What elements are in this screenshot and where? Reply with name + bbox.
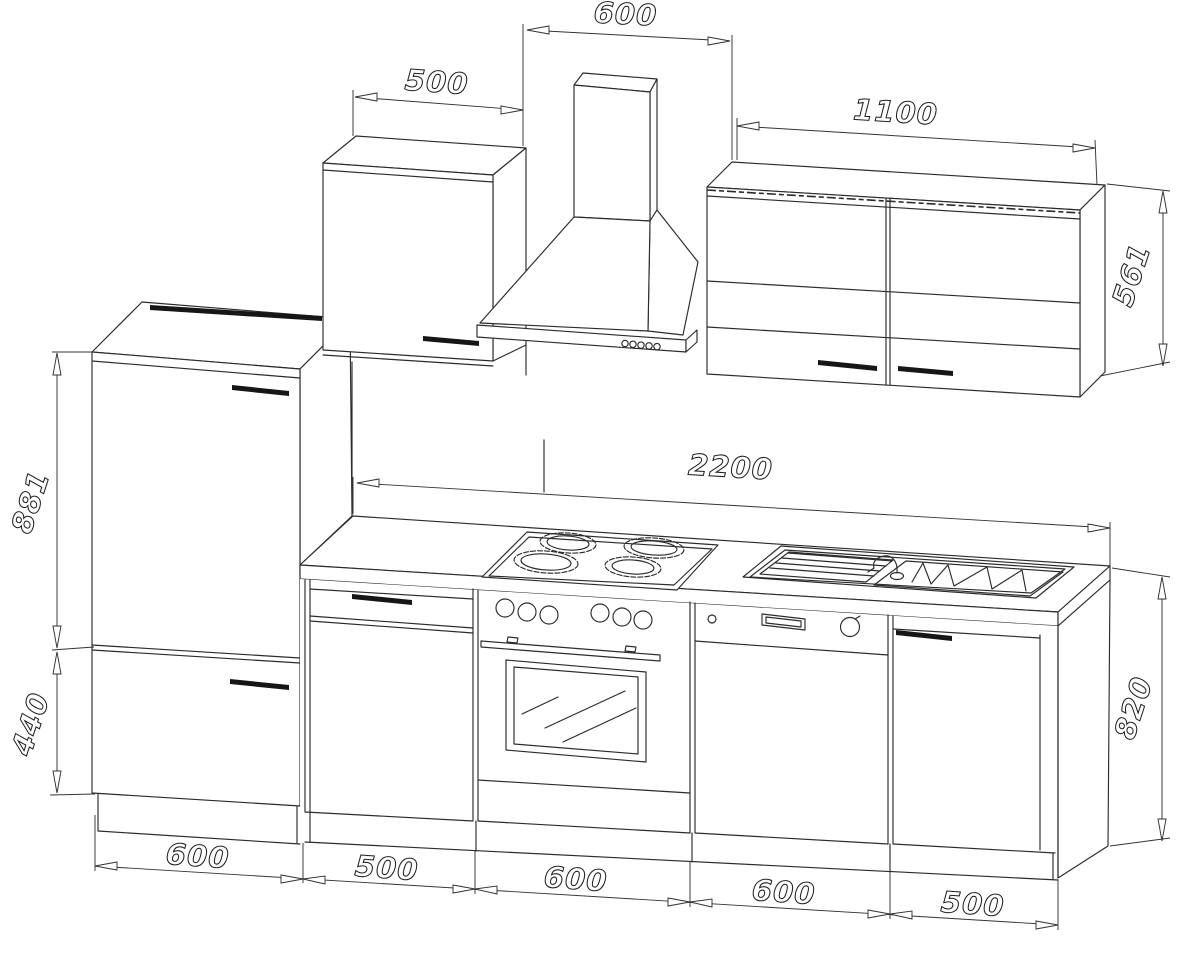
wall-lines: [351, 344, 545, 517]
dim-label: 881: [5, 466, 57, 537]
sink: [742, 545, 1075, 599]
basin-hatching: [911, 562, 1027, 592]
dishwasher-knob: [839, 616, 861, 638]
dimension-left-wall-cabinet: 500: [352, 62, 524, 136]
floor-line: [304, 841, 1059, 881]
dimension-hood-width: 600: [522, 0, 733, 160]
faucet-icon: [867, 555, 905, 581]
sink-basin: [873, 560, 1064, 597]
door-handle: [423, 336, 479, 346]
dim-label: 600: [751, 873, 817, 911]
drawer-handle: [352, 594, 412, 605]
dim-label: 1100: [852, 92, 939, 131]
oven: [477, 598, 691, 834]
hood-buttons: [621, 339, 661, 351]
indicator-light: [707, 614, 717, 624]
glass-reflection: [544, 690, 626, 729]
oven-handle: [480, 640, 661, 662]
dim-label: 2200: [687, 448, 774, 487]
door-gap: [91, 644, 301, 659]
burner: [604, 556, 662, 578]
worktop: [299, 515, 1111, 627]
plinth: [304, 811, 1059, 881]
dim-label: 600: [543, 860, 609, 898]
door-handle: [232, 385, 289, 396]
range-hood: [476, 72, 699, 353]
oven-window: [505, 659, 647, 763]
door-gap: [91, 649, 301, 664]
oven-knob: [539, 605, 559, 625]
burner: [623, 537, 685, 559]
chimney-side: [649, 78, 658, 222]
door-groove: [706, 280, 1081, 304]
cooktop-frame: [481, 531, 719, 591]
base-units: [300, 579, 1111, 881]
sink-drainer: [759, 551, 894, 583]
dim-label: 500: [404, 63, 470, 101]
dimension-base-widths-chain: 600 500 600 600 500: [94, 815, 1059, 930]
oven-knob: [612, 607, 632, 627]
dim-label: 600: [593, 0, 658, 33]
door-groove: [706, 326, 1081, 350]
dimension-tall-cabinet-doors: 881 440: [4, 351, 96, 796]
dimension-right-wall-cabinet-width: 1100: [736, 92, 1098, 186]
oven-knob: [590, 603, 610, 623]
sink-base-cabinet: [892, 628, 1056, 854]
oven-knob: [633, 610, 653, 630]
base-cabinet-500: [304, 588, 474, 822]
glass-reflection: [521, 696, 559, 715]
base-side-panel: [1057, 579, 1111, 879]
dishwasher: [694, 613, 889, 845]
door-handle: [896, 630, 952, 641]
dimension-worktop: 2200: [352, 447, 1111, 566]
cabinet-side: [1079, 184, 1106, 398]
dimension-right-wall-cabinet-height: 561: [1099, 183, 1171, 377]
cabinet-front: [322, 162, 494, 362]
oven-knob: [517, 602, 537, 622]
cooktop: [481, 531, 719, 591]
dim-label: 561: [1106, 239, 1158, 310]
plinth-floor: [97, 830, 301, 845]
canopy-side: [647, 209, 699, 336]
dim-label: 820: [1108, 672, 1160, 743]
dim-label: 440: [4, 688, 56, 760]
tall-cabinet: [91, 301, 353, 845]
door-handle: [818, 360, 877, 371]
dimensions: 600 500 1100 561: [4, 0, 1171, 930]
burner: [513, 550, 579, 574]
dimension-base-height: 820: [1107, 567, 1171, 847]
glass-reflection: [562, 707, 637, 743]
burner: [539, 532, 597, 554]
oven-knob: [495, 598, 515, 618]
dim-label: 500: [940, 885, 1006, 923]
door-handle: [230, 679, 289, 690]
dim-label: 500: [354, 849, 420, 887]
wall-cabinet-1100: [706, 161, 1106, 398]
door-handle: [898, 366, 953, 376]
chimney-front: [573, 84, 651, 222]
tall-cabinet-top-trim: [150, 305, 322, 321]
tall-cabinet-front: [91, 351, 301, 807]
canopy-front: [479, 216, 651, 332]
wall-cabinet-500: [322, 135, 527, 367]
dim-label: 600: [165, 837, 231, 875]
